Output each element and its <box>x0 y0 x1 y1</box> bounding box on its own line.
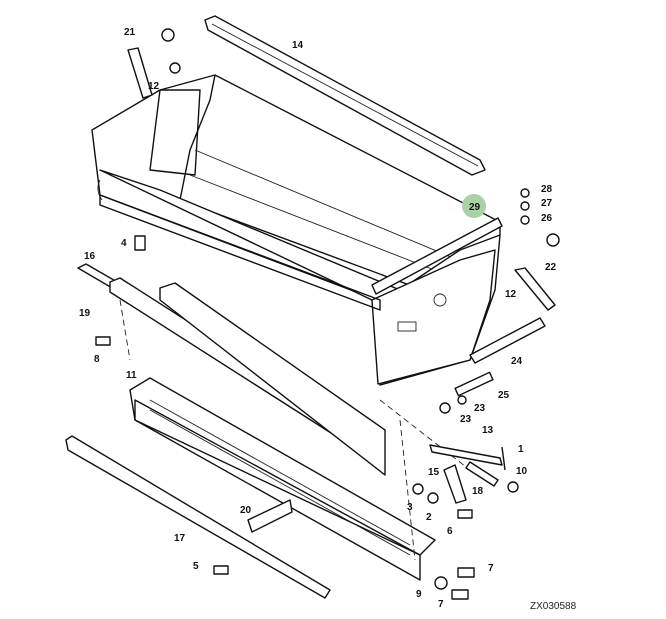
callout-7: 7 <box>488 563 494 574</box>
callout-7: 7 <box>438 599 444 610</box>
callout-19: 19 <box>79 308 91 319</box>
callout-29: 29 <box>469 202 481 213</box>
callout-25: 25 <box>498 390 510 401</box>
callout-6: 6 <box>447 526 453 537</box>
callout-3: 3 <box>407 502 413 513</box>
callout-28: 28 <box>541 184 553 195</box>
callout-2: 2 <box>426 512 432 523</box>
callout-17: 17 <box>174 533 186 544</box>
callout-23: 23 <box>474 403 486 414</box>
drawing-code: ZX030588 <box>530 601 577 612</box>
toothed-rack-14 <box>204 15 486 176</box>
callout-23: 23 <box>460 414 472 425</box>
callout-15: 15 <box>428 467 440 478</box>
callout-24: 24 <box>511 356 523 367</box>
callout-4: 4 <box>121 238 127 249</box>
highlight-marker <box>462 194 486 218</box>
callout-21: 21 <box>124 27 136 38</box>
callout-5: 5 <box>193 561 199 572</box>
callout-26: 26 <box>541 213 553 224</box>
callout-13: 13 <box>482 425 494 436</box>
callout-27: 27 <box>541 198 553 209</box>
callout-10: 10 <box>516 466 528 477</box>
callout-12: 12 <box>148 81 160 92</box>
callout-1: 1 <box>518 444 524 455</box>
panels <box>65 263 471 599</box>
callout-14: 14 <box>292 40 304 51</box>
callout-20: 20 <box>240 505 252 516</box>
callout-16: 16 <box>84 251 96 262</box>
hardware <box>95 28 560 600</box>
callout-8: 8 <box>94 354 100 365</box>
hopper-body <box>91 74 503 386</box>
callout-12: 12 <box>505 289 517 300</box>
callout-9: 9 <box>416 589 422 600</box>
callout-22: 22 <box>545 262 557 273</box>
callout-18: 18 <box>472 486 484 497</box>
callout-11: 11 <box>126 370 137 381</box>
